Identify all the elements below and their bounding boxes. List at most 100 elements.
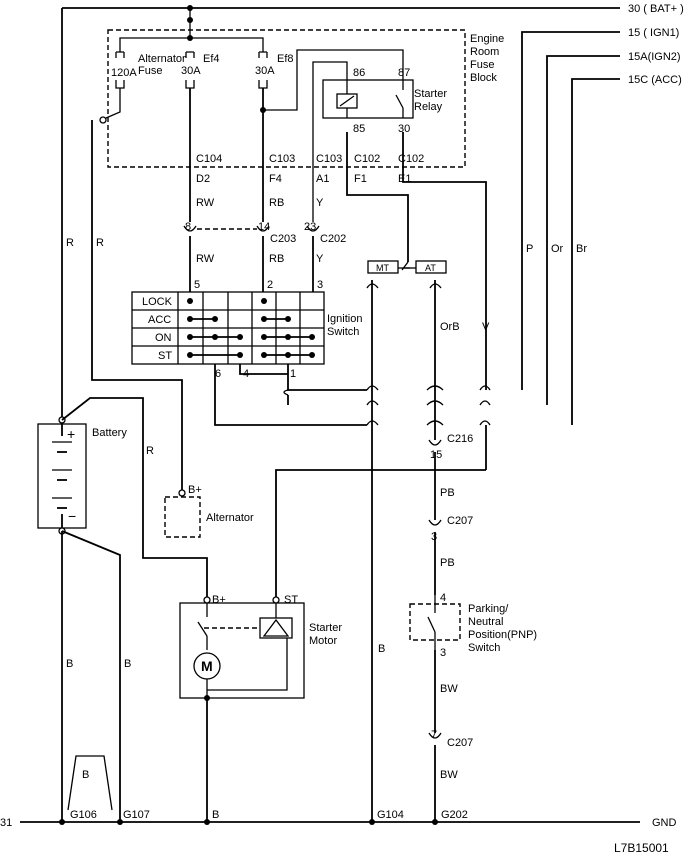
mt-label-box	[367, 260, 399, 274]
solenoid-triangle-icon	[262, 618, 290, 637]
wire-color-r-1: R	[66, 237, 74, 249]
ground-strap	[67, 755, 113, 811]
ground-bus: 31 GND G106 G107 G104 G202	[0, 809, 677, 829]
wire-color-v: V	[482, 321, 490, 333]
gnd-rail-label: GND	[652, 817, 677, 829]
wire-pin4-to-ign2	[239, 364, 288, 375]
pin-a1: A1	[316, 173, 329, 185]
ign2-rail	[546, 55, 620, 405]
alternator-outline	[164, 496, 201, 538]
alternator-fuse-symbol	[115, 51, 125, 89]
pnp-name-2: Neutral	[468, 616, 503, 628]
starter-motor-box	[179, 602, 305, 699]
wire-color-bw-2: BW	[440, 769, 458, 781]
connector-c207-lower-label: C207	[447, 737, 473, 749]
switch-contact-dot	[187, 298, 193, 304]
wire-color-r-2: R	[96, 237, 104, 249]
starter-terminal-b-label: B+	[212, 594, 226, 606]
ign1-rail	[521, 31, 620, 390]
connector-pin-3: 3	[431, 531, 437, 543]
pnp-pin-3: 3	[440, 647, 446, 659]
at-label: AT	[425, 263, 436, 273]
wire-color-rb-1: RB	[269, 197, 284, 209]
fuse-block-label-4: Block	[470, 72, 497, 84]
wire-relay-30-e1	[402, 132, 487, 390]
power-rails: 30 ( BAT+ ) 15 ( IGN1) 15A(IGN2) 15C (AC…	[62, 3, 684, 425]
battery-name: Battery	[92, 427, 127, 439]
ignition-switch: LOCK ACC ON ST Ignition Switch 6 4	[131, 291, 362, 380]
alternator-fuse-name-1: Alternator	[138, 53, 186, 65]
pin-d2: D2	[196, 173, 210, 185]
wire-color-b-starter: B	[212, 809, 219, 821]
mt-label: MT	[376, 263, 389, 273]
relay-pin-85: 85	[353, 123, 365, 135]
connector-c202-label: C202	[320, 233, 346, 245]
solenoid-ground	[207, 638, 288, 691]
bat-rail-label: 30 ( BAT+ )	[628, 3, 684, 15]
ignition-switch-name-2: Switch	[327, 326, 359, 338]
connector-c104: C104	[196, 153, 222, 165]
starter-terminal-st-label: ST	[284, 594, 298, 606]
starter-relay-box	[322, 79, 414, 119]
fuse-ef8-rating: 30A	[255, 65, 275, 77]
connector-c216-label: C216	[447, 433, 473, 445]
ignition-feeds: RW RB Y 8 14 23 C203 C202 RW RB Y 5 2 3	[183, 88, 346, 292]
wire-relay-86	[312, 61, 348, 222]
starter-motor-name-2: Motor	[309, 635, 337, 647]
switch-bottom-pin-1: 1	[290, 368, 296, 380]
connector-c207-upper-symbol	[428, 519, 442, 526]
connector-c203-pin-8-symbol	[183, 225, 197, 232]
fuse-ef4-symbol	[185, 51, 195, 89]
fuse-ef4-rating: 30A	[181, 65, 201, 77]
wire-relay-to-starter-st	[275, 469, 486, 600]
wire-relay-85-f1	[346, 132, 409, 262]
wire-battery-to-starter-b	[61, 397, 208, 600]
ground-g202: G202	[441, 809, 468, 821]
fuse-ef8-symbol	[258, 51, 268, 89]
pin-f1: F1	[354, 173, 367, 185]
acc-rail-label: 15C (ACC)	[628, 74, 682, 86]
wire-pin6-to-acc	[214, 364, 367, 426]
battery: + − Battery R B B B	[37, 397, 208, 822]
wire-color-p: P	[526, 243, 533, 255]
rail-31-label: 31	[0, 817, 12, 829]
switch-top-pin-3: 3	[317, 279, 323, 291]
pin-f4: F4	[269, 173, 282, 185]
connector-c102-b: C102	[398, 153, 424, 165]
fuse-block-outline	[107, 29, 466, 168]
switch-contact-dot	[261, 298, 267, 304]
mt-at-split	[401, 261, 409, 271]
starter-b-terminal	[203, 596, 211, 604]
relay-pin-30: 30	[398, 123, 410, 135]
connector-c103-b: C103	[316, 153, 342, 165]
pnp-switch-contact-icon	[427, 616, 436, 633]
wire-color-b-2: B	[124, 658, 131, 670]
ground-junction-g107	[117, 819, 123, 825]
diagram-code: L7B15001	[614, 841, 669, 855]
switch-top-pin-5: 5	[194, 279, 200, 291]
wire-color-rw-1: RW	[196, 197, 215, 209]
fuse-block-connectors: C104 D2 C103 F4 C103 A1 C102 F1 C102 E1	[196, 153, 424, 185]
wire-color-b-mt: B	[378, 643, 385, 655]
wire-color-pb-1: PB	[440, 487, 455, 499]
fuse-block-label-1: Engine	[470, 33, 504, 45]
wire-color-orb: OrB	[440, 321, 460, 333]
relay-pin-86: 86	[353, 67, 365, 79]
wire-color-bw-1: BW	[440, 683, 458, 695]
connector-c207-upper-label: C207	[447, 515, 473, 527]
pnp-name-3: Position(PNP)	[468, 629, 537, 641]
ground-junction-g106	[59, 819, 65, 825]
alternator: B+ Alternator	[164, 484, 254, 538]
acc-rail	[571, 78, 620, 425]
ign2-rail-label: 15A(IGN2)	[628, 51, 681, 63]
battery-plus-sign: +	[67, 426, 75, 442]
connector-pin-14: 14	[258, 221, 270, 233]
fuse-block-label-3: Fuse	[470, 59, 494, 71]
switch-row-lock: LOCK	[142, 296, 173, 308]
alternator-fuse-rating: 120A	[111, 67, 137, 79]
connector-c203-label: C203	[270, 233, 296, 245]
connector-c103-a: C103	[269, 153, 295, 165]
starter-st-terminal	[272, 596, 280, 604]
wire-color-y-2: Y	[316, 253, 324, 265]
